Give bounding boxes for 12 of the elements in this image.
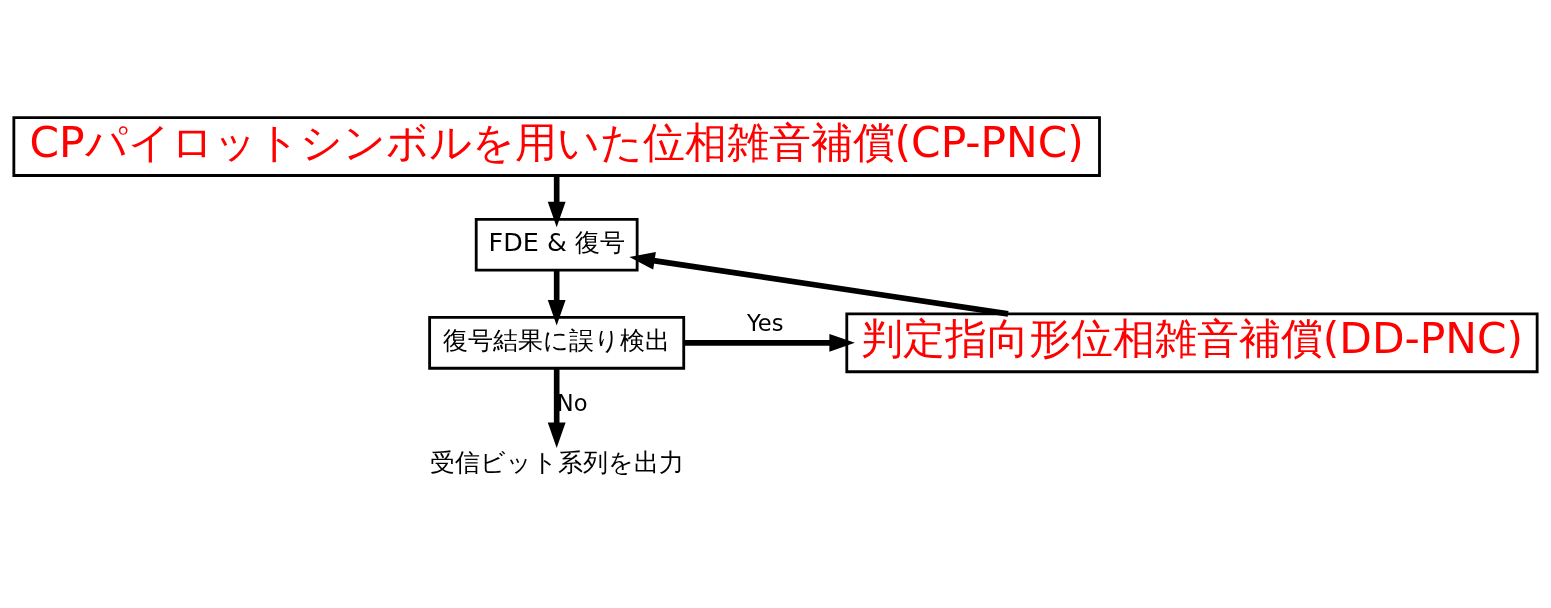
node-box: 復号結果に誤り検出 — [428, 316, 686, 370]
arrow — [547, 175, 566, 228]
node-box: FDE & 復号 — [474, 217, 639, 272]
node-box: CPパイロットシンボルを用いた位相雑音補償(CP-PNC) — [12, 116, 1101, 177]
arrow — [547, 368, 566, 448]
arrow — [629, 251, 1009, 317]
arrow — [547, 270, 566, 326]
node-text: 受信ビット系列を出力 — [429, 447, 684, 478]
arrow — [684, 333, 855, 352]
node-box: 判定指向形位相雑音補償(DD-PNC) — [845, 312, 1539, 374]
edge-label: No — [556, 390, 588, 417]
edge-label: Yes — [747, 310, 784, 337]
